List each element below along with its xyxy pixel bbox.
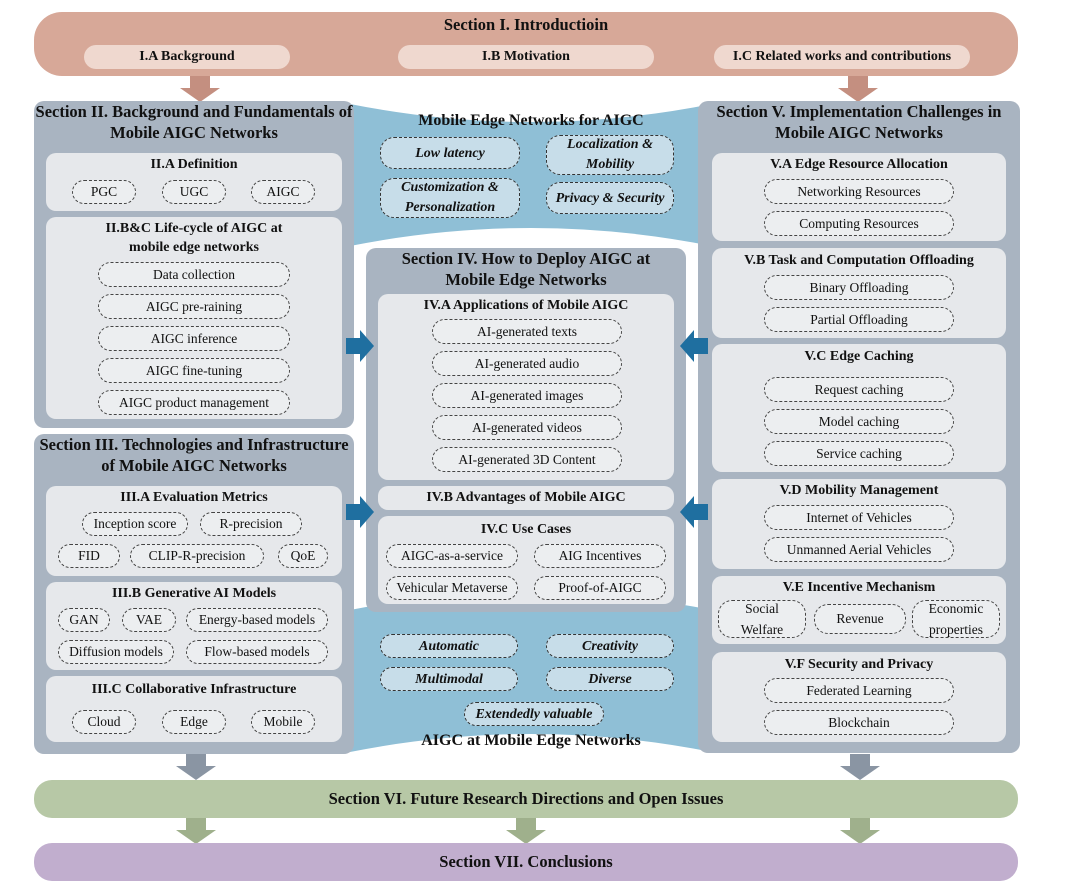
intro-item-related-works: I.C Related works and contributions xyxy=(714,45,970,69)
gen-item-gan: GAN xyxy=(58,608,110,632)
center-bottom-automatic: Automatic xyxy=(380,634,518,658)
intro-item-motivation: I.B Motivation xyxy=(398,45,654,69)
section-5-title: Section V. Implementation Challenges in … xyxy=(716,102,1002,142)
eval-item-clip: CLIP-R-precision xyxy=(130,544,264,568)
center-bottom-extendedly: Extendedly valuable xyxy=(464,702,604,726)
center-bottom-multimodal: Multimodal xyxy=(380,667,518,691)
cache-item-request: Request caching xyxy=(764,377,954,402)
security-item-fl: Federated Learning xyxy=(764,678,954,703)
center-top-customization: Customization & Personalization xyxy=(380,178,520,218)
mobility-item-uav: Unmanned Aerial Vehicles xyxy=(764,537,954,562)
arrow-intro-left xyxy=(180,76,220,102)
arrow-sec5-to-sec4-bottom xyxy=(680,496,708,528)
gen-models-title: III.B Generative AI Models xyxy=(111,586,277,601)
life-item-1: Data collection xyxy=(98,262,290,287)
mobility-title: V.D Mobility Management xyxy=(779,483,939,498)
app-item-texts: AI-generated texts xyxy=(432,319,622,344)
app-item-images: AI-generated images xyxy=(432,383,622,408)
case-item-aigcaas: AIGC-as-a-service xyxy=(386,544,518,568)
gen-item-vae: VAE xyxy=(122,608,176,632)
section-intro-title: Section I. Introductioin xyxy=(443,15,609,34)
arrow-sec3-to-sec6 xyxy=(176,754,216,780)
caching-title: V.C Edge Caching xyxy=(804,349,914,364)
advantages-title: IV.B Advantages of Mobile AIGC xyxy=(426,490,626,505)
applications-title: IV.A Applications of Mobile AIGC xyxy=(423,298,629,313)
incentive-item-revenue: Revenue xyxy=(814,604,906,634)
offload-item-binary: Binary Offloading xyxy=(764,275,954,300)
offloading-title: V.B Task and Computation Offloading xyxy=(744,253,974,268)
security-item-blockchain: Blockchain xyxy=(764,710,954,735)
collab-item-mobile: Mobile xyxy=(251,710,315,734)
def-item-ugc: UGC xyxy=(162,180,226,204)
eval-metrics-title: III.A Evaluation Metrics xyxy=(120,490,268,505)
life-item-3: AIGC inference xyxy=(98,326,290,351)
case-item-incentives: AIG Incentives xyxy=(534,544,666,568)
life-item-5: AIGC product management xyxy=(98,390,290,415)
resalloc-item-computing: Computing Resources xyxy=(764,211,954,236)
resalloc-item-networking: Networking Resources xyxy=(764,179,954,204)
arrow-sec5-to-sec4-top xyxy=(680,330,708,362)
arrow-sec2-to-sec4 xyxy=(346,330,374,362)
section-2-title: Section II. Background and Fundamentals … xyxy=(35,102,353,142)
gen-item-energy: Energy-based models xyxy=(186,608,328,632)
use-cases-title: IV.C Use Cases xyxy=(480,522,572,537)
offload-item-partial: Partial Offloading xyxy=(764,307,954,332)
arrow-sec3-to-sec4 xyxy=(346,496,374,528)
def-item-aigc: AIGC xyxy=(251,180,315,204)
app-item-videos: AI-generated videos xyxy=(432,415,622,440)
eval-item-qoe: QoE xyxy=(278,544,328,568)
collab-infra-title: III.C Collaborative Infrastructure xyxy=(91,682,297,697)
arrow-sec5-to-sec6 xyxy=(840,754,880,780)
center-bottom-creativity: Creativity xyxy=(546,634,674,658)
section-7-band: Section VII. Conclusions xyxy=(34,843,1018,881)
center-bottom-diverse: Diverse xyxy=(546,667,674,691)
arrow-sec6-to-sec7-middle xyxy=(506,818,546,844)
gen-item-diffusion: Diffusion models xyxy=(58,640,174,664)
arrow-sec6-to-sec7-right xyxy=(840,818,880,844)
security-title: V.F Security and Privacy xyxy=(784,657,934,672)
cache-item-service: Service caching xyxy=(764,441,954,466)
life-item-2: AIGC pre-raining xyxy=(98,294,290,319)
eval-item-rprecision: R-precision xyxy=(200,512,302,536)
app-item-3d: AI-generated 3D Content xyxy=(432,447,622,472)
incentive-title: V.E Incentive Mechanism xyxy=(782,580,936,595)
collab-item-edge: Edge xyxy=(162,710,226,734)
advantages-box xyxy=(378,486,674,510)
incentive-item-economic: Economic properties xyxy=(912,600,1000,638)
gen-item-flow: Flow-based models xyxy=(186,640,328,664)
incentive-item-welfare: Social Welfare xyxy=(718,600,806,638)
arrow-intro-right xyxy=(838,76,878,102)
intro-item-background: I.A Background xyxy=(84,45,290,69)
eval-item-inception: Inception score xyxy=(82,512,188,536)
section-3-title: Section III. Technologies and Infrastruc… xyxy=(39,435,349,475)
resource-alloc-title: V.A Edge Resource Allocation xyxy=(770,157,948,172)
arrow-sec6-to-sec7-left xyxy=(176,818,216,844)
life-item-4: AIGC fine-tuning xyxy=(98,358,290,383)
section-4-title: Section IV. How to Deploy AIGC at Mobile… xyxy=(401,249,651,289)
lifecycle-title: II.B&C Life-cycle of AIGC at mobile edge… xyxy=(105,221,283,255)
case-item-proof: Proof-of-AIGC xyxy=(534,576,666,600)
center-top-localization: Localization & Mobility xyxy=(546,135,674,175)
mobility-item-iov: Internet of Vehicles xyxy=(764,505,954,530)
center-top-low-latency: Low latency xyxy=(380,137,520,169)
center-top-privacy: Privacy & Security xyxy=(546,182,674,214)
app-item-audio: AI-generated audio xyxy=(432,351,622,376)
case-item-metaverse: Vehicular Metaverse xyxy=(386,576,518,600)
section-6-band: Section VI. Future Research Directions a… xyxy=(34,780,1018,818)
center-bottom-title: AIGC at Mobile Edge Networks xyxy=(421,732,641,749)
cache-item-model: Model caching xyxy=(764,409,954,434)
collab-item-cloud: Cloud xyxy=(72,710,136,734)
definition-title: II.A Definition xyxy=(150,157,238,172)
eval-item-fid: FID xyxy=(58,544,120,568)
def-item-pgc: PGC xyxy=(72,180,136,204)
center-top-title: Mobile Edge Networks for AIGC xyxy=(418,112,644,129)
